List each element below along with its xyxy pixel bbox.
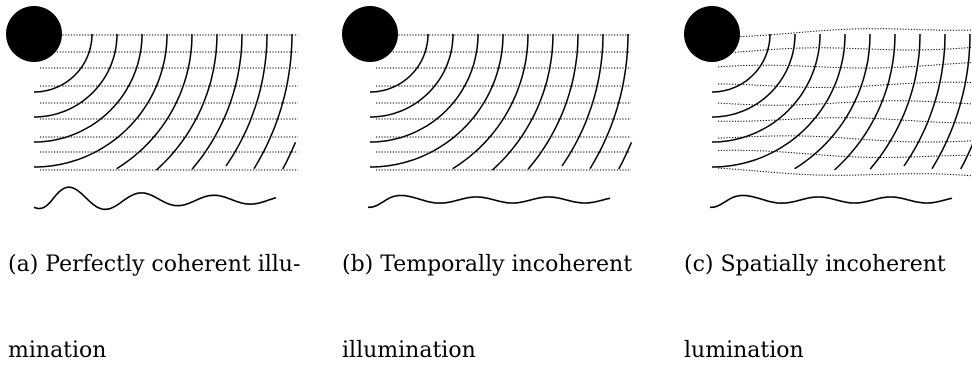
wavefront-arc	[453, 34, 528, 169]
light-source-b	[342, 6, 398, 62]
panel-temporally-incoherent: (b) Temporally incoherent illumination	[334, 0, 634, 376]
wavefronts-b	[370, 34, 632, 170]
wavefront-arc	[619, 142, 632, 169]
wavefront-arc	[904, 34, 945, 166]
caption-b-line1: (b) Temporally incoherent	[342, 252, 632, 278]
ray-line	[718, 136, 972, 142]
wavefront-arc	[712, 34, 845, 167]
diagram-b	[334, 0, 634, 232]
diagram-a	[0, 0, 300, 232]
ray-line	[718, 150, 972, 157]
signal-c	[710, 196, 952, 208]
caption-c-line2: lumination	[684, 338, 804, 364]
diagram-c	[676, 0, 972, 232]
rays-b	[376, 35, 631, 170]
wavefronts-a	[34, 34, 296, 170]
wavefronts-c	[712, 34, 972, 170]
ray-line	[718, 82, 972, 87]
wavefront-arc	[528, 34, 578, 169]
wavefront-arc	[226, 34, 267, 166]
wavefront-arc	[117, 34, 192, 169]
wavefront-arc	[254, 34, 292, 169]
rays-a	[40, 35, 298, 170]
wavefront-arc	[370, 34, 503, 167]
ray-line	[718, 168, 972, 176]
panel-perfectly-coherent: (a) Perfectly coherent illu- mination	[0, 0, 300, 376]
caption-c-line1: (c) Spatially incoherent	[684, 252, 946, 278]
caption-a-line2: mination	[8, 338, 106, 364]
light-source-a	[6, 6, 62, 62]
wavefront-arc	[590, 34, 628, 169]
wavefront-arc	[34, 34, 167, 167]
signal-b	[368, 196, 610, 208]
light-source-c	[684, 6, 740, 62]
caption-a-line1: (a) Perfectly coherent illu-	[8, 252, 300, 278]
wavefront-arc	[192, 34, 242, 169]
caption-b-line2: illumination	[342, 338, 476, 364]
signal-a	[34, 187, 276, 209]
rays-c	[718, 29, 972, 176]
wavefront-arc	[283, 142, 296, 169]
wavefront-arc	[562, 34, 603, 166]
ray-line	[718, 63, 972, 69]
wavefront-arc	[932, 34, 970, 169]
panel-spatially-incoherent: (c) Spatially incoherent lumination	[676, 0, 972, 376]
